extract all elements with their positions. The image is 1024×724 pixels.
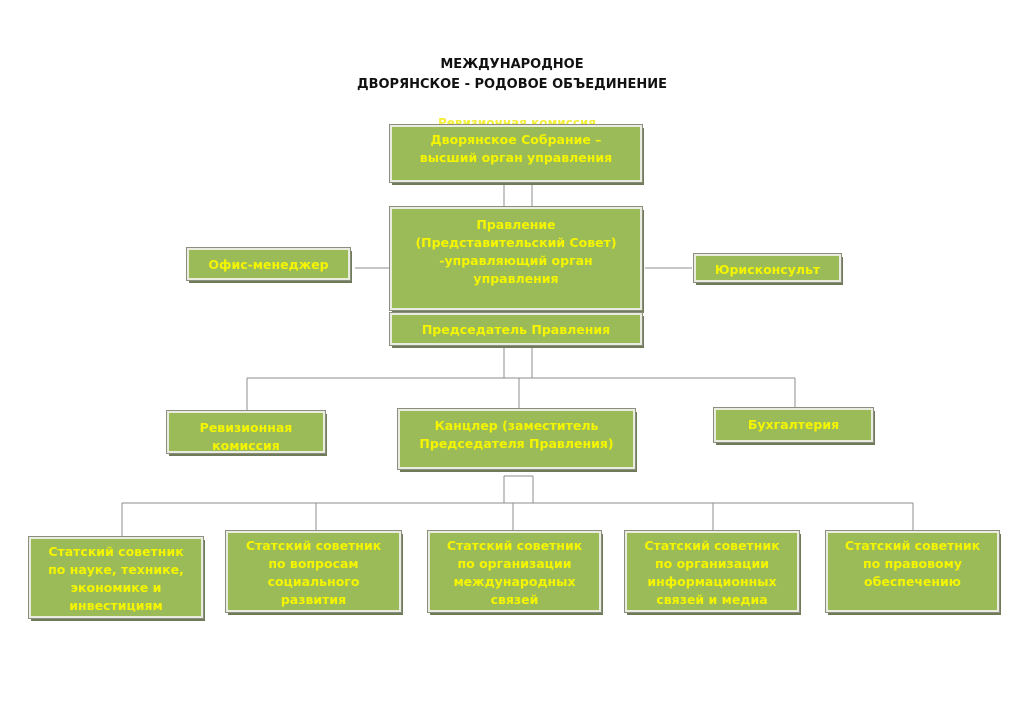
node-chairman: Председатель Правления [389,312,643,346]
node-chairman-label: Председатель Правления [421,322,611,337]
node-advisor-social: Статский советник по вопросам социальног… [225,530,402,613]
node-accounting: Бухгалтерия [713,407,874,443]
node-office-manager: Офис-менеджер [186,247,351,281]
node-legal-counsel-label: Юрисконсульт [714,262,821,277]
node-chancellor-label: Канцлер (заместитель Председателя Правле… [419,418,614,451]
chart-title-line2: ДВОРЯНСКОЕ - РОДОВОЕ ОБЪЕДИНЕНИЕ [357,77,667,92]
node-advisor-science-label: Статский советник по науке, технике, эко… [48,544,184,613]
node-audit-commission-label: Ревизионная комиссия [199,420,293,453]
node-noble-assembly: Дворянское Собрание – высший орган управ… [389,124,643,183]
node-audit-commission: Ревизионная комиссия [166,410,326,454]
node-chancellor: Канцлер (заместитель Председателя Правле… [397,408,636,470]
node-accounting-label: Бухгалтерия [747,417,840,432]
node-advisor-media-label: Статский советник по организации информа… [644,538,780,607]
overlapped-label: Ревизионная комиссия [437,116,597,124]
node-office-manager-label: Офис-менеджер [208,257,329,272]
node-advisor-social-label: Статский советник по вопросам социальног… [245,538,382,607]
node-advisor-science: Статский советник по науке, технике, эко… [28,536,204,619]
node-advisor-legal-label: Статский советник по правовому обеспечен… [844,538,981,589]
node-board-label: Правление (Представительский Совет) -упр… [415,217,617,286]
node-advisor-media: Статский советник по организации информа… [624,530,800,613]
node-advisor-international-label: Статский советник по организации междуна… [446,538,583,607]
node-legal-counsel: Юрисконсульт [693,253,842,283]
node-advisor-legal: Статский советник по правовому обеспечен… [825,530,1000,613]
node-noble-assembly-label: Дворянское Собрание – высший орган управ… [419,132,613,165]
node-advisor-international: Статский советник по организации междуна… [427,530,602,613]
node-board: Правление (Представительский Совет) -упр… [389,206,643,311]
chart-title-line1: МЕЖДУНАРОДНОЕ [440,57,584,72]
